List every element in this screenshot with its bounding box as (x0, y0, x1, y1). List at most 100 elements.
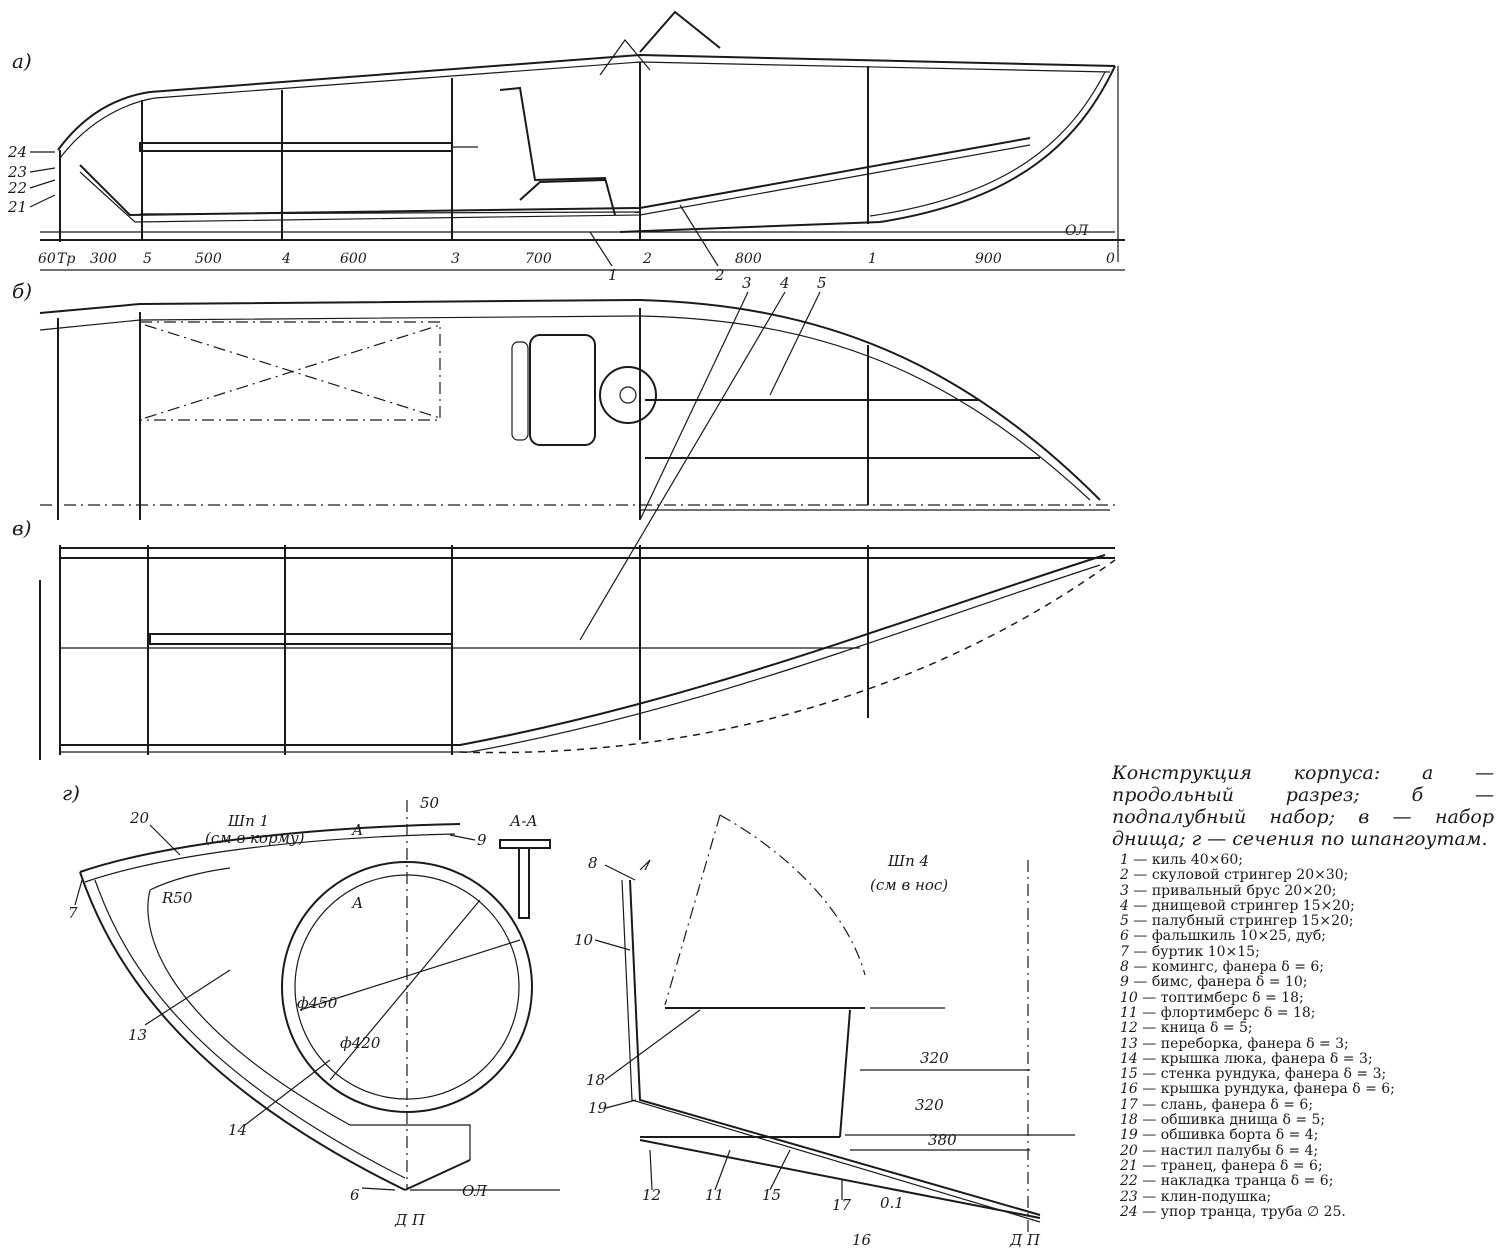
legend-num: 2 (1120, 867, 1129, 884)
legend-item: 7 — буртик 10×15; (1120, 943, 1495, 960)
side-g1-inner (94, 879, 406, 1179)
callout-leaders-a2 (589, 204, 719, 267)
callout-11: 11 (705, 1186, 724, 1204)
callout-13: 13 (128, 1026, 147, 1044)
legend-text: — палубный стрингер 15×20; (1133, 913, 1354, 930)
legend-item: 2 — скуловой стрингер 20×30; (1120, 868, 1495, 883)
callout-leaders-g1 (74, 824, 476, 1191)
legend-text: — клин-подушка; (1142, 1188, 1272, 1205)
callout-2: 2 (714, 266, 725, 284)
callout-20: 20 (129, 809, 150, 827)
chine-v (60, 554, 1106, 746)
legend-item: 18 — обшивка днища δ = 5; (1120, 1112, 1495, 1129)
legend-text: — кница δ = 5; (1142, 1020, 1253, 1037)
dim-600: 600 (340, 251, 367, 267)
windscreen (639, 10, 721, 53)
aa-beam-detail (518, 847, 530, 919)
locker-lid-a (139, 142, 453, 152)
legend-text: — топтимберс δ = 18; (1142, 989, 1304, 1006)
dim-station-4: 4 (281, 251, 291, 267)
legend-num: 9 (1120, 974, 1129, 991)
callout-15: 15 (762, 1186, 781, 1204)
baseline-label-a: ОЛ (1065, 223, 1088, 239)
dim-60: 60 (38, 251, 56, 267)
dim-320-a: 320 (920, 1049, 949, 1067)
diameter-lines (299, 899, 521, 1081)
legend-item: 4 — днищевой стрингер 15×20; (1120, 897, 1495, 914)
seat-back-b (511, 341, 529, 441)
legend-num: 14 (1120, 1050, 1138, 1067)
legend-text: — обшивка борта δ = 4; (1142, 1127, 1319, 1144)
dim-station-5: 5 (143, 251, 152, 267)
legend-item: 19 — обшивка борта δ = 4; (1120, 1128, 1495, 1143)
dim-300: 300 (90, 251, 117, 267)
steering-hub (619, 386, 637, 404)
deck-stringer-inner (39, 315, 1091, 501)
legend-text: — крышка рундука, фанера δ = 6; (1142, 1081, 1395, 1098)
sheer-inner-line (59, 61, 1111, 159)
legend-num: 23 (1120, 1188, 1138, 1205)
top-callouts: 3 4 5 (579, 274, 827, 641)
legend-text: — флортимберс δ = 18; (1142, 1004, 1316, 1021)
callout-leaders-g4 (594, 864, 843, 1200)
dim-500: 500 (195, 251, 222, 267)
legend-text: — днищевой стрингер 15×20; (1133, 897, 1355, 914)
callout-18: 18 (586, 1071, 605, 1089)
legend-item: 5 — палубный стрингер 15×20; (1120, 914, 1495, 929)
deck-g1-inner (84, 833, 456, 883)
view-a-longitudinal-section: а) 60 Тр 300 (7, 10, 1125, 284)
legend-text: — слань, фанера δ = 6; (1142, 1096, 1314, 1113)
cut-mark-a-top: А (351, 821, 363, 839)
dimension-texts: 60 Тр 300 5 500 4 600 3 700 2 800 1 900 … (38, 251, 1115, 267)
bow-stem-curve (619, 65, 1116, 233)
callout-3: 3 (742, 274, 752, 292)
legend-item: 17 — слань, фанера δ = 6; (1120, 1096, 1495, 1113)
dim-0-1: 0.1 (880, 1194, 904, 1212)
callout-1: 1 (608, 266, 618, 284)
legend-item: 9 — бимс, фанера δ = 10; (1120, 975, 1495, 990)
legend-item: 13 — переборка, фанера δ = 3; (1120, 1036, 1495, 1052)
parts-legend: 1 — киль 40×60; 2 — скуловой стрингер 20… (1120, 852, 1495, 1220)
legend-num: 15 (1120, 1066, 1138, 1083)
dim-station-2: 2 (642, 251, 652, 267)
callout-7: 7 (68, 904, 78, 922)
frame1-title: Шп 1 (227, 812, 269, 830)
legend-text: — буртик 10×15; (1133, 943, 1260, 960)
bottom-4 (639, 1139, 1041, 1219)
legend-text: — настил палубы δ = 4; (1142, 1142, 1319, 1159)
chine-stringer-inner (79, 144, 1031, 223)
legend-text: — комингс, фанера δ = 6; (1133, 959, 1324, 976)
legend-text: — фальшкиль 10×25, дуб; (1133, 928, 1326, 945)
callout-17: 17 (832, 1196, 852, 1214)
legend-text: — обшивка днища δ = 5; (1142, 1112, 1326, 1129)
legend-item: 16 — крышка рундука, фанера δ = 6; (1120, 1082, 1495, 1097)
legend-num: 20 (1120, 1142, 1138, 1159)
side-hull-4 (629, 879, 1041, 1216)
steering-wheel (599, 366, 657, 424)
hatch-opening (140, 321, 441, 421)
bulkhead-top (149, 867, 231, 891)
radius-r50: R50 (161, 889, 193, 907)
deck-g1 (79, 823, 461, 873)
legend-num: 18 (1120, 1112, 1138, 1129)
callout-23: 23 (7, 163, 27, 181)
callout-12: 12 (642, 1186, 661, 1204)
legend-num: 3 (1120, 882, 1129, 899)
dia-420: ф420 (340, 1034, 381, 1052)
legend-item: 15 — стенка рундука, фанера δ = 3; (1120, 1067, 1495, 1082)
bulkhead-13 (147, 889, 351, 1126)
callout-24: 24 (7, 143, 27, 161)
chine-v-inner (60, 564, 1101, 753)
view-a-label: а) (12, 49, 32, 73)
legend-num: 8 (1120, 959, 1129, 976)
dim-380: 380 (928, 1131, 957, 1149)
callout-5: 5 (817, 274, 827, 292)
legend-text: — стенка рундука, фанера δ = 3; (1142, 1066, 1387, 1083)
center-mark-dp: Д П (394, 1211, 426, 1229)
legend-item: 22 — накладка транца δ = 6; (1120, 1174, 1495, 1189)
frame4-title: Шп 4 (887, 852, 929, 870)
frame4-sub: (см в нос) (870, 876, 948, 894)
callout-4: 4 (779, 274, 790, 292)
view-v-label: в) (12, 516, 31, 540)
